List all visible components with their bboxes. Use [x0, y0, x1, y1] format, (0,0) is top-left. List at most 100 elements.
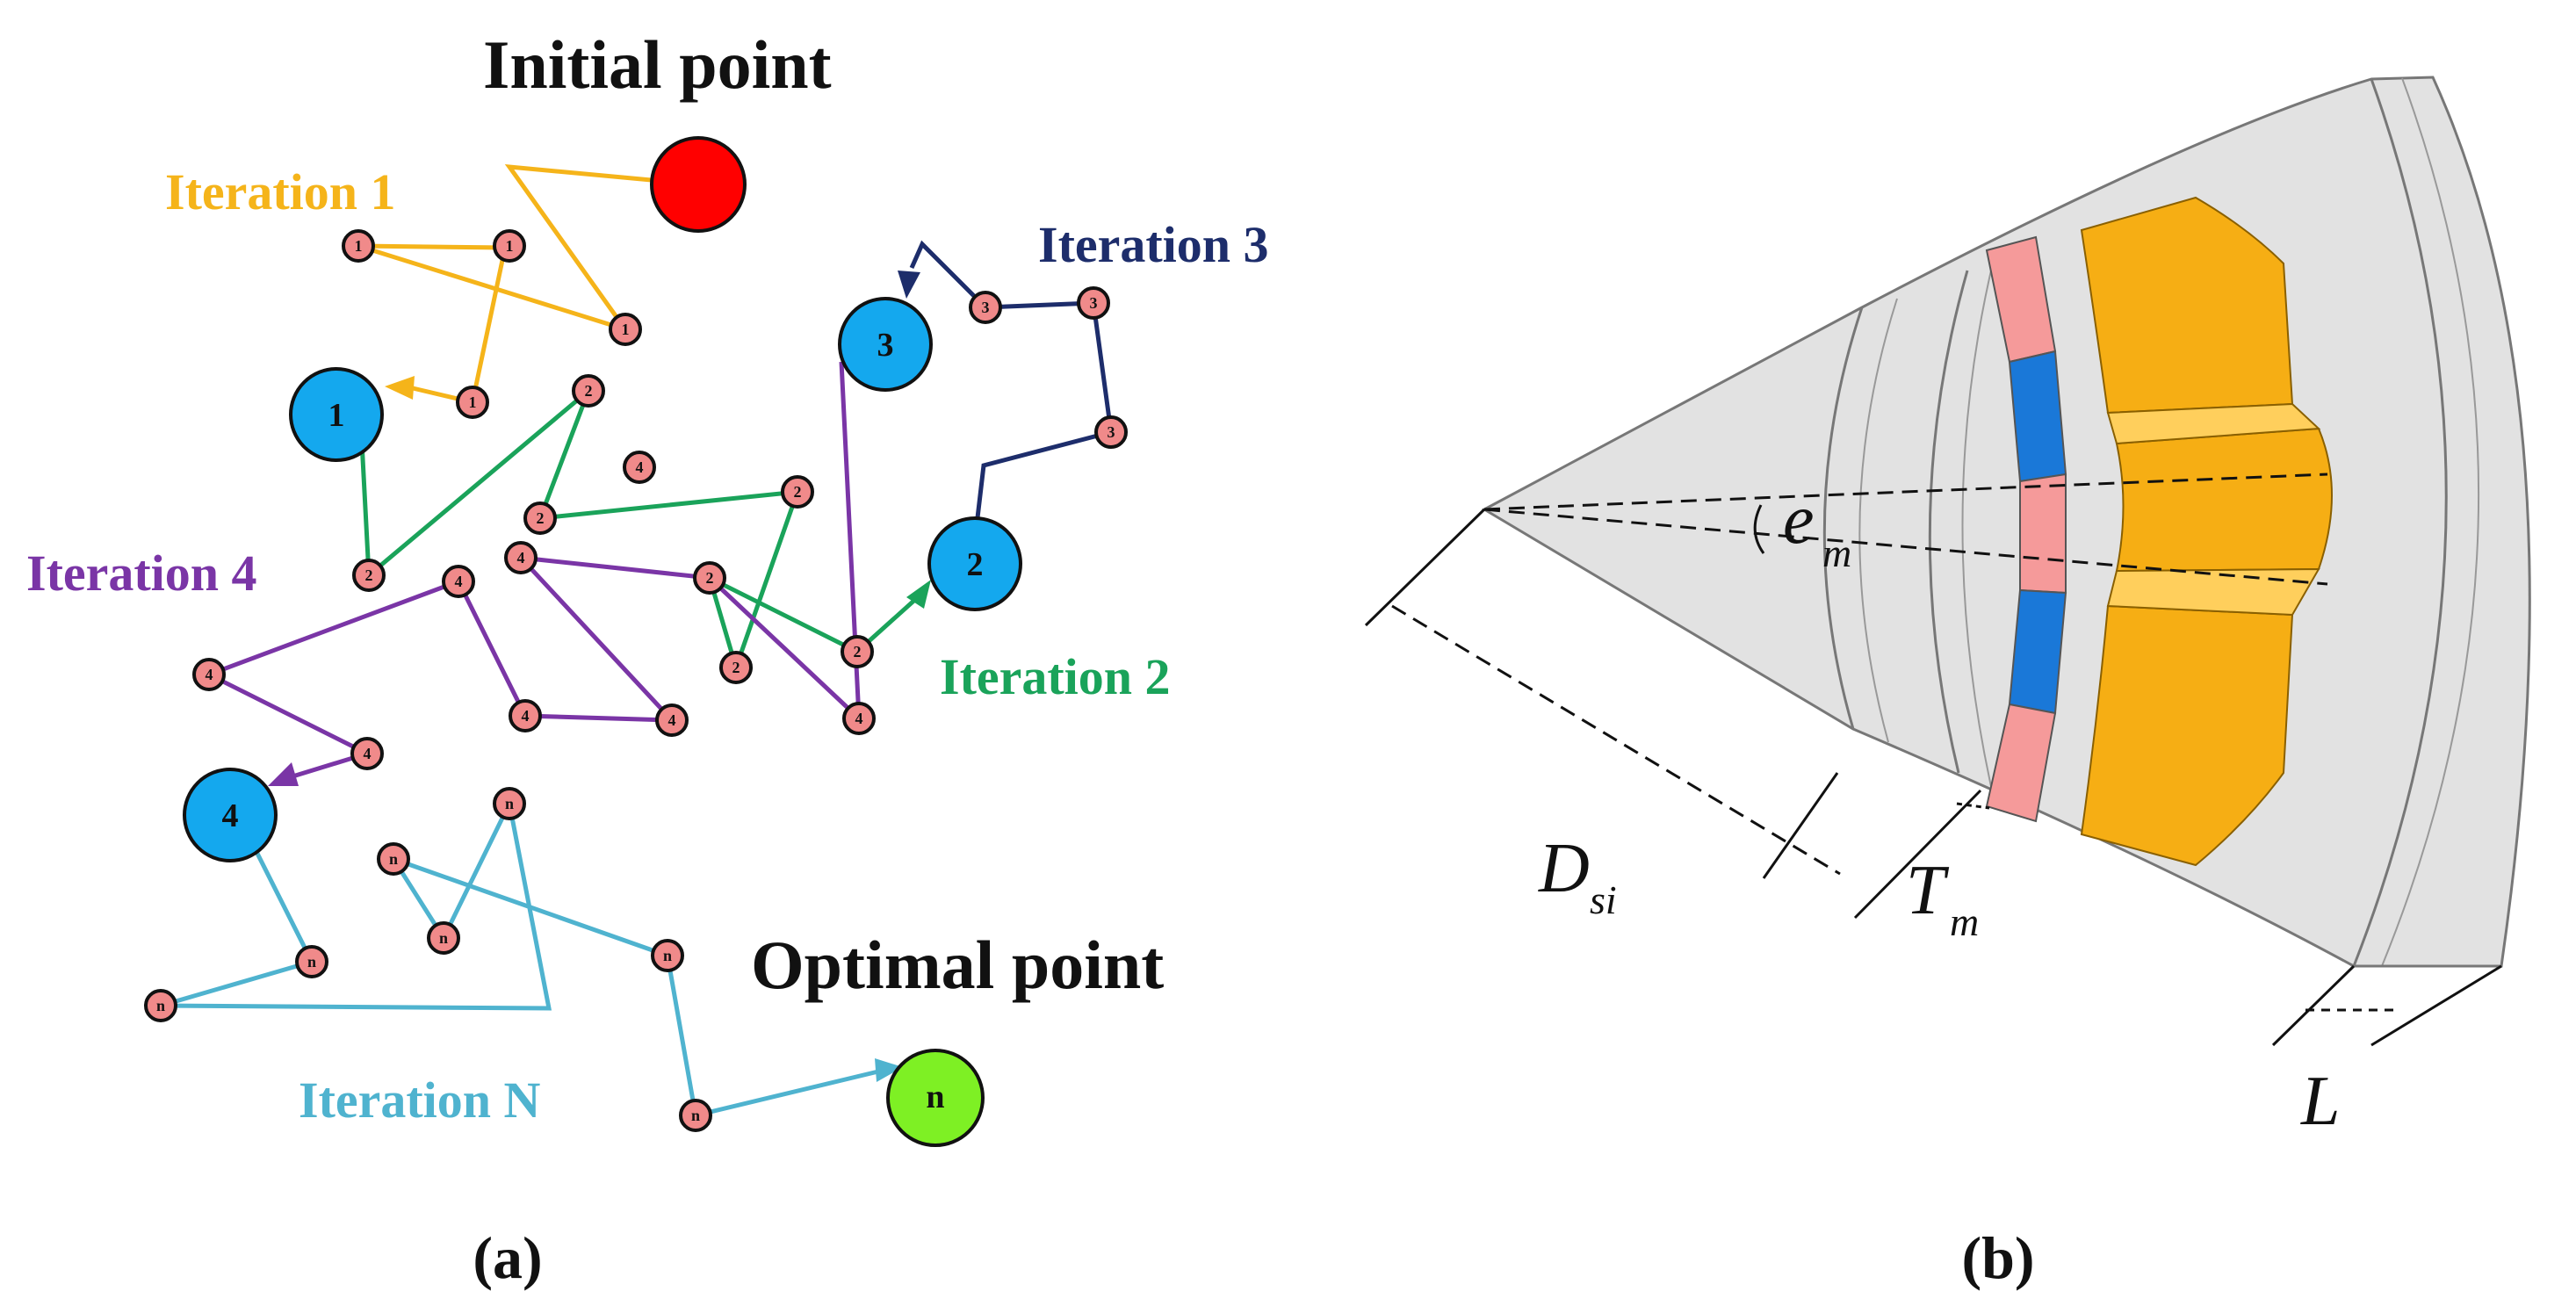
magnet-ring: [1985, 235, 2067, 823]
svg-text:4: 4: [364, 745, 372, 762]
svg-text:si: si: [1590, 877, 1617, 922]
magnet-red: [2019, 473, 2067, 595]
svg-text:1: 1: [328, 397, 345, 434]
svg-text:n: n: [307, 953, 316, 970]
svg-text:T: T: [1906, 852, 1950, 929]
iteration-1-path: [357, 164, 699, 406]
svg-text:1: 1: [469, 393, 477, 411]
iteration-3-path: [898, 240, 1114, 541]
iteration-n-label: Iteration N: [299, 1071, 541, 1129]
svg-text:n: n: [389, 850, 398, 868]
svg-text:1: 1: [506, 237, 514, 255]
svg-text:2: 2: [967, 546, 984, 583]
initial-point-label: Initial point: [483, 26, 832, 103]
small-node: 4: [623, 451, 656, 484]
small-node: 2: [719, 651, 753, 684]
small-node: 4: [350, 737, 384, 770]
iteration-3-label: Iteration 3: [1038, 216, 1269, 273]
small-node: 4: [192, 658, 226, 691]
svg-text:n: n: [505, 795, 514, 812]
motor-geometry-panel: D si T m e m L (b): [1364, 76, 2531, 1291]
winding-coils: [2080, 196, 2333, 867]
svg-text:D: D: [1538, 830, 1590, 907]
small-node: 1: [456, 386, 489, 419]
small-node: 2: [523, 501, 557, 535]
caption-b: (b): [1961, 1224, 2034, 1291]
small-node: 4: [509, 699, 542, 732]
svg-text:4: 4: [522, 707, 530, 725]
small-node: 2: [693, 561, 726, 595]
optimization-path-panel: 1 1 1 1 2 2 2 2 2 2 2 3 3 3 4 4 4 4 4 4 …: [26, 26, 1269, 1291]
winding-coil: [2080, 604, 2294, 867]
svg-text:4: 4: [222, 797, 239, 834]
dim-label-L: L: [2300, 1063, 2341, 1140]
dim-label-T: T m: [1906, 852, 1979, 944]
small-node: n: [427, 921, 460, 955]
svg-text:3: 3: [877, 327, 894, 364]
svg-text:2: 2: [365, 566, 373, 584]
svg-text:4: 4: [206, 666, 213, 683]
dim-label-e: e m: [1783, 481, 1851, 575]
small-node: 4: [842, 702, 876, 735]
small-node: 4: [655, 704, 689, 737]
svg-text:2: 2: [537, 509, 545, 527]
magnet-blue: [2008, 350, 2067, 483]
svg-text:m: m: [1950, 899, 1979, 944]
iteration-4-label: Iteration 4: [26, 545, 257, 602]
svg-text:2: 2: [854, 643, 862, 660]
svg-text:4: 4: [668, 711, 676, 729]
small-node: 2: [841, 635, 874, 668]
svg-text:n: n: [439, 929, 448, 947]
svg-text:3: 3: [1090, 294, 1098, 312]
iteration-2-end-node: 2: [927, 516, 1022, 611]
svg-text:e: e: [1783, 481, 1815, 559]
svg-text:2: 2: [732, 659, 740, 676]
svg-text:m: m: [1822, 530, 1851, 575]
svg-text:2: 2: [585, 382, 593, 400]
iteration-1-end-node: 1: [289, 367, 384, 462]
caption-a: (a): [473, 1224, 542, 1291]
optimal-point-label: Optimal point: [751, 927, 1164, 1003]
initial-point-node: [650, 136, 747, 233]
small-node: 1: [609, 313, 642, 346]
svg-text:4: 4: [636, 458, 644, 476]
optimal-point-node: n: [886, 1049, 985, 1147]
small-node: 3: [1094, 415, 1128, 449]
small-node: 2: [781, 475, 814, 509]
magnet-blue: [2008, 588, 2067, 715]
small-node: 1: [342, 229, 375, 263]
svg-text:n: n: [663, 947, 672, 964]
svg-text:2: 2: [706, 569, 714, 587]
small-node: n: [377, 842, 410, 876]
small-node: 4: [504, 541, 538, 574]
svg-text:2: 2: [794, 483, 802, 501]
svg-text:n: n: [156, 997, 165, 1014]
small-node: n: [679, 1099, 712, 1132]
winding-coil: [2106, 402, 2321, 445]
svg-text:n: n: [691, 1107, 700, 1124]
svg-text:n: n: [926, 1079, 944, 1115]
small-node: 4: [442, 565, 475, 598]
small-node: 2: [572, 374, 605, 408]
winding-coil: [2106, 567, 2320, 617]
small-node: 2: [352, 559, 386, 592]
iteration-1-label: Iteration 1: [165, 163, 396, 220]
iteration-4-nodes: 4 4 4 4 4 4 4 4: [192, 451, 876, 770]
iteration-n-path: [160, 797, 903, 1119]
winding-coil: [2115, 427, 2333, 573]
small-node: n: [651, 939, 684, 972]
small-node: n: [295, 945, 328, 978]
small-node: 3: [1077, 286, 1110, 320]
dim-label-D: D si: [1538, 830, 1617, 922]
dimension-lines: [1364, 473, 2502, 1047]
iteration-4-path: [203, 361, 862, 786]
small-node: 1: [493, 229, 526, 263]
svg-text:1: 1: [355, 237, 363, 255]
iteration-3-nodes: 3 3 3: [969, 286, 1128, 449]
svg-text:3: 3: [982, 299, 990, 316]
iteration-2-label: Iteration 2: [940, 648, 1171, 705]
magnet-red: [1985, 703, 2057, 823]
svg-text:4: 4: [855, 710, 863, 727]
iteration-4-end-node: 4: [183, 768, 278, 862]
